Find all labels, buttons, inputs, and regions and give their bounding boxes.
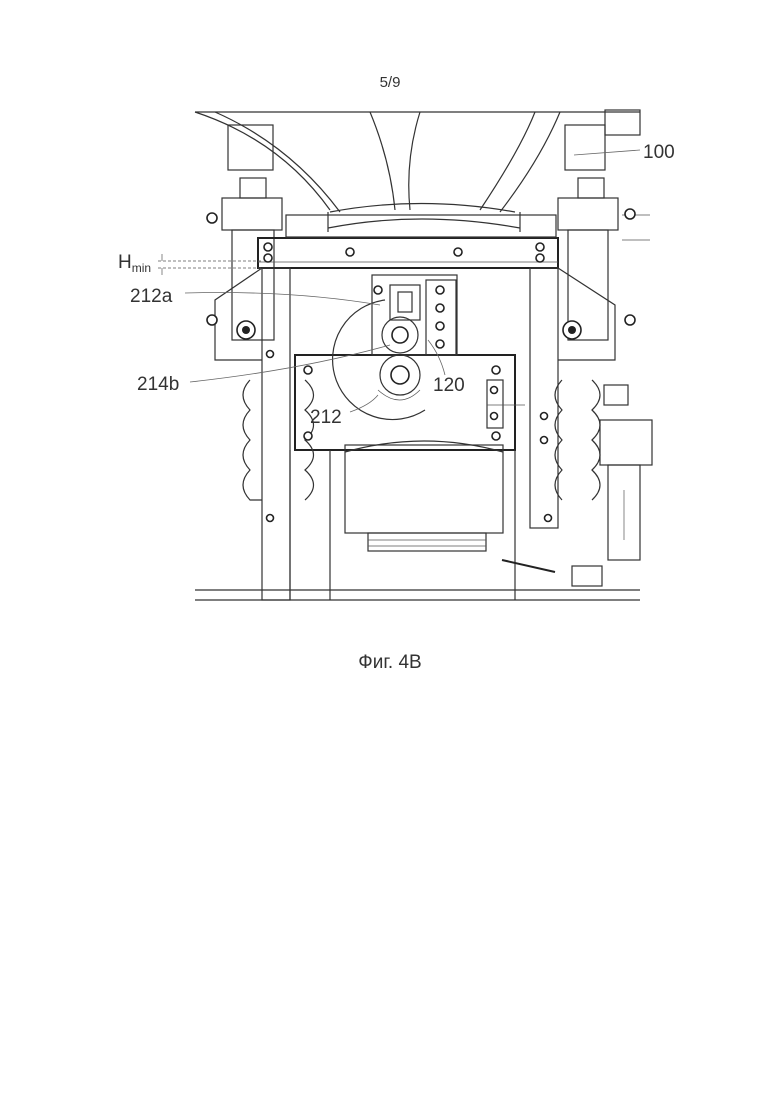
machine-assembly xyxy=(195,110,652,600)
hmin-dimension xyxy=(158,254,262,275)
label-120: 120 xyxy=(433,375,465,396)
label-hmin-main: H xyxy=(118,252,132,273)
label-hmin-sub: min xyxy=(132,261,151,275)
leader-lines xyxy=(185,150,640,412)
label-100: 100 xyxy=(643,142,675,163)
figure-caption: Фиг. 4B xyxy=(0,652,780,674)
label-212: 212 xyxy=(310,407,342,428)
label-212a: 212a xyxy=(130,286,173,307)
label-hmin: Hmin xyxy=(118,252,151,275)
label-214b: 214b xyxy=(137,374,179,395)
